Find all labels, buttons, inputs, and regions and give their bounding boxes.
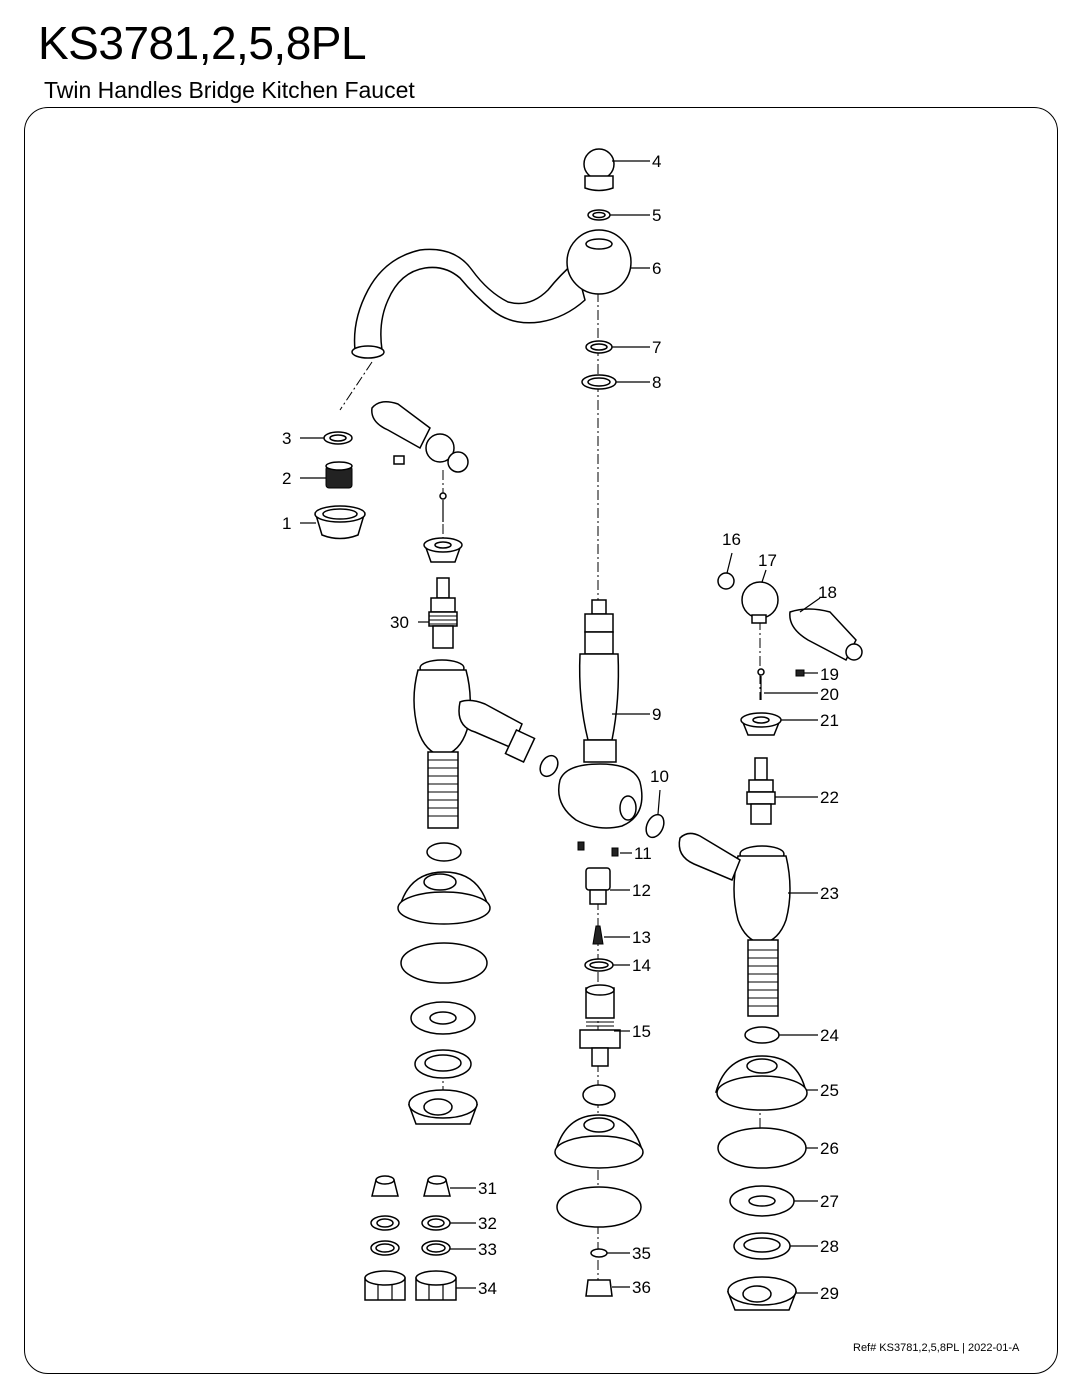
callout-4: 4 [652, 152, 661, 171]
part-cartridge-30 [428, 577, 458, 649]
part-gasket-26 [717, 1127, 807, 1169]
part-aerator-housing-1 [314, 505, 366, 540]
part-left-washer [410, 1001, 476, 1035]
part-o-ring-8-inner [587, 377, 611, 387]
part-screw-20 [757, 668, 765, 700]
callout-8: 8 [652, 373, 661, 392]
callout-17: 17 [758, 551, 777, 570]
part-left-escutcheon [397, 871, 491, 925]
part-mounting-nut-29 [726, 1276, 798, 1311]
part-left-valve-body [413, 659, 536, 829]
callout-35: 35 [632, 1244, 651, 1263]
callout-10: 10 [650, 767, 669, 786]
part-diverter-12 [585, 867, 611, 905]
part-o-ring-5-inner [592, 211, 606, 219]
callout-33: 33 [478, 1240, 497, 1259]
part-washer-32 [370, 1215, 451, 1231]
callout-18: 18 [818, 583, 837, 602]
leader-lines [300, 160, 821, 1294]
part-left-screw [439, 492, 447, 522]
callout-20: 20 [820, 685, 839, 704]
part-spring-13 [592, 925, 604, 945]
callout-14: 14 [632, 956, 651, 975]
part-washer-3-inner [329, 434, 347, 442]
part-cartridge-22 [746, 757, 776, 825]
part-right-valve-body-23 [678, 832, 791, 1017]
callout-16: 16 [722, 530, 741, 549]
callout-labels: 4 5 6 7 8 3 2 1 30 9 10 11 12 13 14 15 1… [282, 152, 839, 1303]
callout-11: 11 [634, 844, 652, 863]
callout-1: 1 [282, 514, 291, 533]
diagram-frame [24, 107, 1058, 1374]
part-set-screw-11b [611, 847, 619, 857]
callout-3: 3 [282, 429, 291, 448]
callout-9: 9 [652, 705, 661, 724]
callout-5: 5 [652, 206, 661, 225]
callout-19: 19 [820, 665, 839, 684]
callout-2: 2 [282, 469, 291, 488]
callout-13: 13 [632, 928, 651, 947]
callout-34: 34 [478, 1279, 497, 1298]
part-o-ring-14-inner [589, 961, 609, 969]
callout-22: 22 [820, 788, 839, 807]
callout-25: 25 [820, 1081, 839, 1100]
callout-28: 28 [820, 1237, 839, 1256]
part-left-gasket [400, 942, 488, 984]
callout-32: 32 [478, 1214, 497, 1233]
callout-7: 7 [652, 338, 661, 357]
part-center-shank-15 [579, 984, 621, 1067]
part-handle-hub-17 [741, 581, 779, 624]
part-set-screw-11a [577, 841, 585, 851]
callout-24: 24 [820, 1026, 839, 1045]
part-left-o-ring-lower [426, 842, 462, 862]
reference-number: Ref# KS3781,2,5,8PL | 2022-01-A [853, 1342, 1020, 1354]
callout-23: 23 [820, 884, 839, 903]
part-center-escutcheon [554, 1114, 644, 1169]
part-center-gasket [556, 1186, 642, 1228]
callout-12: 12 [632, 881, 651, 900]
part-coupling-nut-34 [364, 1270, 457, 1301]
callout-27: 27 [820, 1192, 839, 1211]
part-cone-washer-31 [371, 1175, 451, 1197]
spout-axis [339, 361, 373, 411]
callout-30: 30 [390, 613, 409, 632]
callout-29: 29 [820, 1284, 839, 1303]
callout-21: 21 [820, 711, 839, 730]
part-spout [351, 229, 632, 359]
part-nut-36 [585, 1279, 613, 1297]
product-description: Twin Handles Bridge Kitchen Faucet [44, 77, 415, 103]
callout-6: 6 [652, 259, 661, 278]
part-o-ring-10 [645, 813, 665, 839]
model-number: KS3781,2,5,8PL [38, 17, 367, 69]
part-washer-35 [590, 1248, 608, 1258]
part-cap-16 [717, 572, 735, 590]
part-left-lever-handle [371, 401, 469, 473]
part-center-o-ring [582, 1084, 616, 1106]
part-left-mounting-nut [407, 1089, 479, 1125]
part-washer-33 [370, 1240, 451, 1256]
part-center-body [558, 599, 643, 829]
callout-15: 15 [632, 1022, 651, 1041]
part-o-ring-24 [744, 1026, 780, 1044]
part-lock-washer-28 [733, 1232, 791, 1260]
part-washer-27 [729, 1185, 795, 1217]
part-set-screw-19 [795, 669, 805, 677]
callout-26: 26 [820, 1139, 839, 1158]
part-left-lock-washer [414, 1049, 472, 1079]
part-bonnet-21 [740, 712, 782, 736]
part-aerator-2 [325, 461, 353, 489]
part-left-bonnet [423, 537, 463, 563]
part-right-lever-18 [789, 608, 863, 662]
part-left-o-ring [539, 754, 559, 778]
callout-31: 31 [478, 1179, 497, 1198]
part-finial [583, 148, 615, 192]
part-o-ring-7-inner [590, 343, 608, 351]
part-escutcheon-25 [715, 1055, 808, 1111]
callout-36: 36 [632, 1278, 651, 1297]
